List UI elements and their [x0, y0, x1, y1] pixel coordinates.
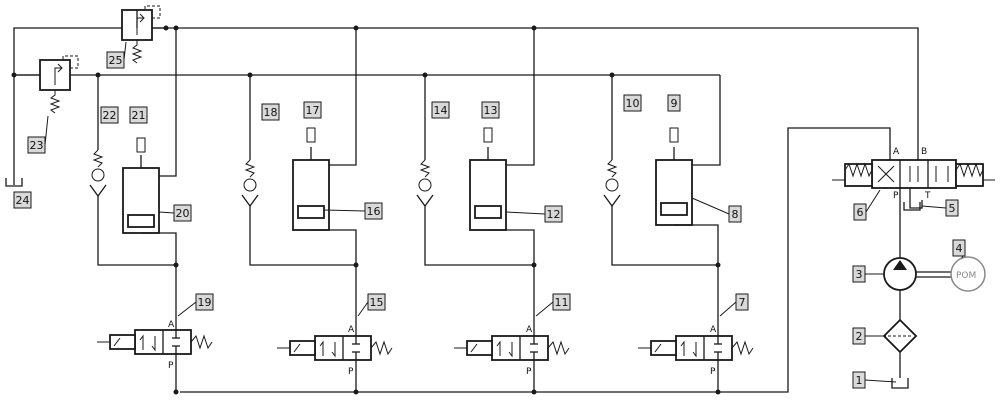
port-p-19: P: [168, 361, 174, 371]
label-box-5: [945, 199, 959, 217]
port-a-19: A: [168, 320, 175, 330]
component-label-14: 14: [434, 104, 448, 117]
port-a-6: A: [893, 147, 900, 157]
component-label-11: 11: [555, 296, 569, 309]
label-box-11: [552, 293, 571, 311]
label-box-21: [129, 106, 148, 124]
component-label-1: 1: [856, 374, 863, 387]
tank-24: [5, 178, 23, 187]
label-box-22: [100, 106, 119, 124]
component-label-8: 8: [732, 208, 739, 221]
component-label-5: 5: [949, 202, 956, 215]
component-label-24: 24: [16, 194, 30, 207]
port-a-15: A: [348, 325, 355, 335]
component-label-12: 12: [547, 208, 561, 221]
pump-3: [883, 200, 952, 320]
port-p-7: P: [710, 367, 716, 377]
port-p-15: P: [348, 367, 354, 377]
label-box-13: [481, 101, 500, 119]
component-label-22: 22: [103, 109, 117, 122]
label-box-10: [623, 94, 642, 112]
component-label-7: 7: [739, 296, 746, 309]
port-a-11: A: [526, 325, 533, 335]
unit-4: [603, 72, 754, 395]
motor-label: POM: [956, 271, 976, 281]
unit-2: [241, 25, 393, 395]
port-t-6: T: [924, 191, 931, 201]
component-label-23: 23: [30, 139, 44, 152]
component-label-6: 6: [857, 206, 864, 219]
label-box-19: [195, 293, 214, 311]
component-label-13: 13: [484, 104, 498, 117]
port-p-6: P: [893, 191, 899, 201]
label-box-17: [303, 101, 322, 119]
component-label-20: 20: [176, 207, 190, 220]
component-label-21: 21: [132, 109, 146, 122]
label-box-23: [27, 136, 46, 154]
port-b-6: B: [921, 147, 927, 157]
tank-5: [903, 202, 921, 211]
component-label-2: 2: [856, 330, 863, 343]
component-labels: 1234567891011121314151617181920212223242…: [13, 41, 966, 389]
label-box-4: [952, 239, 966, 257]
component-label-16: 16: [367, 205, 381, 218]
label-box-2: [852, 327, 866, 345]
pipe-network: [13, 27, 919, 393]
port-a-7: A: [710, 325, 717, 335]
component-label-15: 15: [370, 296, 384, 309]
label-box-12: [544, 205, 563, 223]
label-box-25: [106, 51, 125, 69]
component-label-9: 9: [671, 97, 678, 110]
label-box-8: [728, 205, 742, 223]
label-box-3: [852, 265, 866, 283]
component-label-17: 17: [306, 104, 320, 117]
component-label-18: 18: [264, 106, 278, 119]
label-box-1: [852, 371, 866, 389]
component-label-3: 3: [856, 268, 863, 281]
label-box-18: [261, 103, 280, 121]
component-label-25: 25: [109, 54, 123, 67]
relief-valve-25: [121, 5, 179, 64]
component-label-19: 19: [198, 296, 212, 309]
label-box-20: [173, 204, 192, 222]
unit-3: [416, 25, 570, 395]
label-box-24: [13, 191, 32, 209]
component-label-4: 4: [956, 242, 963, 255]
label-box-9: [667, 94, 681, 112]
label-box-14: [431, 101, 450, 119]
label-box-6: [853, 203, 867, 221]
relief-valve-23: [11, 55, 101, 114]
filter-2: [882, 318, 918, 378]
tank-1: [891, 378, 909, 389]
directional-valve-6: [832, 150, 995, 209]
label-box-15: [367, 293, 386, 311]
label-box-16: [364, 202, 383, 220]
label-box-7: [735, 293, 749, 311]
unit-1: [89, 28, 213, 395]
component-label-10: 10: [626, 97, 640, 110]
motor-4: [950, 256, 986, 292]
port-p-11: P: [526, 367, 532, 377]
